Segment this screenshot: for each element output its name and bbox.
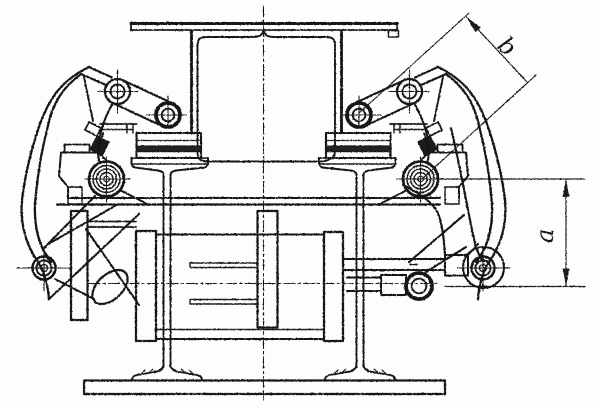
dimension-a xyxy=(436,178,586,288)
cylinder-end-plate-4 xyxy=(322,230,345,343)
crane-beam xyxy=(129,21,400,163)
clevis-block xyxy=(380,274,407,296)
right-clamp-assembly xyxy=(317,65,512,383)
rod-eye-ring xyxy=(404,271,434,301)
link-eye-left xyxy=(91,268,129,306)
release-linkage xyxy=(342,126,506,301)
dimension-b xyxy=(358,12,537,179)
left-clamp-assembly xyxy=(16,65,209,382)
base-plate xyxy=(82,379,447,396)
rod-end-block xyxy=(444,254,469,277)
dimension-a-label: a xyxy=(531,229,559,243)
dimension-b-label: b xyxy=(492,31,522,62)
cylinder-end-plate-3 xyxy=(256,209,279,329)
frame-bar xyxy=(55,197,442,206)
cylinder-end-plate-2 xyxy=(134,229,158,343)
arm-bottom-pin xyxy=(16,247,71,292)
eccentric-roller xyxy=(84,156,131,203)
jaw-step-block xyxy=(63,143,91,154)
spring-cylinder xyxy=(42,194,345,343)
